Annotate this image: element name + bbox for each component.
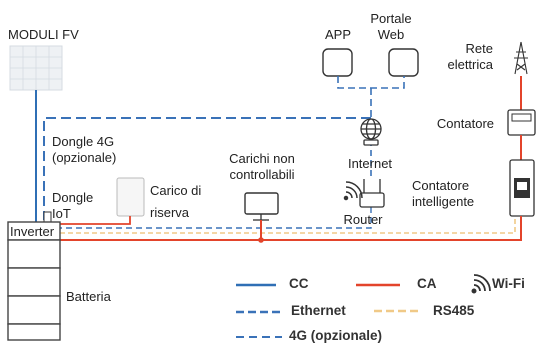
web-portal-label-line2: Web [377,27,405,42]
router-icon [359,179,385,208]
dongle-4g-label-line2: (opzionale) [52,150,117,165]
legend-rs485-label: RS485 [433,303,475,318]
app-label: APP [324,27,351,42]
ac-bus-line [60,216,522,241]
rs485-line [60,216,516,234]
grid-label-line1: Rete [465,41,493,56]
pv-modules-icon [9,45,63,91]
app-portal-link [337,76,405,118]
backup-ac-line [60,216,131,225]
backup-label-line2: riserva [150,205,190,220]
legend-dc-label: CC [289,276,309,291]
app-device-icon [322,48,353,77]
web-portal-device-icon [388,48,419,77]
inverter-label: Inverter [10,224,55,239]
legend-wifi-icon [471,274,491,294]
wifi-icon [343,181,363,201]
smart-meter-label-line1: Contatore [412,178,470,193]
4g-link [43,117,371,220]
legend-ethernet-label: Ethernet [291,303,346,318]
legend-ac-label: CA [417,276,437,291]
grid-label-line2: elettrica [447,57,493,72]
internet-icon [360,118,382,146]
dongle-iot-icon [43,211,52,223]
smart-meter-label-line2: intelligente [412,194,475,209]
meter-icon [507,109,536,136]
dongle-4g-label-line1: Dongle 4G [52,134,115,149]
load-monitor-icon [244,192,279,221]
backup-load-icon [116,177,145,217]
router-label: Router [343,212,383,227]
legend-wifi-label: Wi-Fi [492,276,525,291]
dongle-iot-label-line1: Dongle [52,190,94,205]
internet-label: Internet [347,156,393,171]
legend-4g-label: 4G (opzionale) [289,328,383,343]
pv-modules-label: MODULI FV [8,27,79,42]
loads-label-line1: Carichi non [229,151,295,166]
meter-label: Contatore [436,116,494,131]
web-portal-label-line1: Portale [370,11,412,26]
backup-label-line1: Carico di [150,183,202,198]
ac-junction-dot [258,237,264,243]
battery-label: Batteria [66,289,111,304]
loads-label-line2: controllabili [229,167,295,182]
smart-meter-icon [509,159,535,217]
grid-tower-icon [514,41,528,75]
battery-icon [7,239,61,341]
dongle-iot-label-line2: IoT [52,206,71,221]
router-inverter-link [60,207,372,229]
